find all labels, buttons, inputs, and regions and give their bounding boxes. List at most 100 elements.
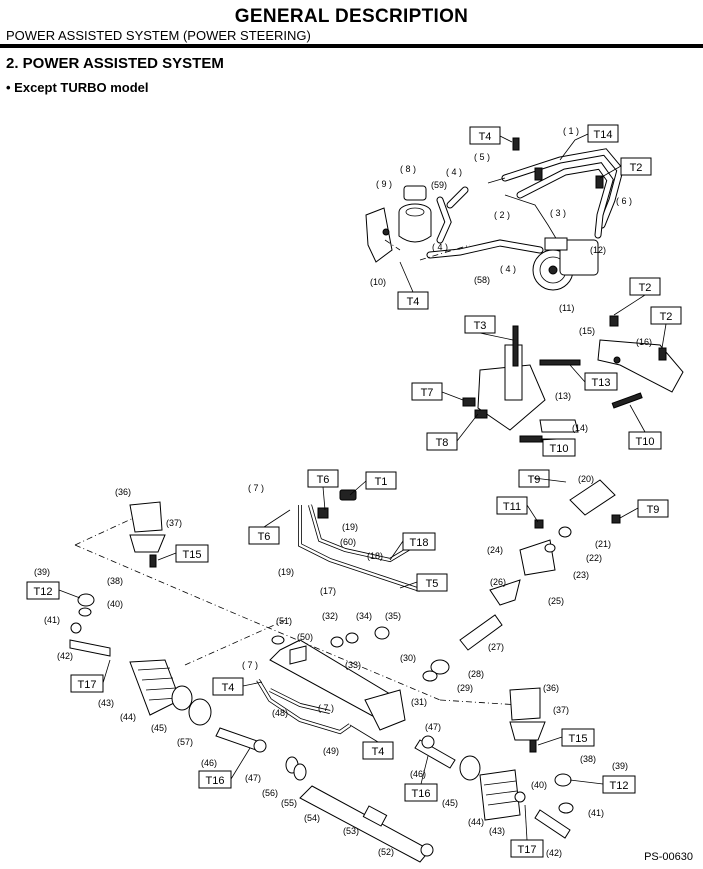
part-label: (24)	[487, 545, 503, 555]
page-title: GENERAL DESCRIPTION	[234, 6, 469, 27]
part-label: (36)	[115, 487, 131, 497]
bracket-assembly-drawing	[462, 315, 684, 443]
svg-text:T15: T15	[183, 549, 202, 561]
svg-text:T17: T17	[78, 679, 97, 691]
torque-box: T3	[464, 315, 496, 334]
part-label: (21)	[595, 539, 611, 549]
part-label: (41)	[588, 808, 604, 818]
part-label: (29)	[457, 683, 473, 693]
svg-text:T8: T8	[436, 437, 449, 449]
part-label: (58)	[474, 275, 490, 285]
part-label: (19)	[342, 522, 358, 532]
svg-text:T3: T3	[474, 320, 487, 332]
torque-boxes: T4 T14 T2 T4 T2 T3 T2 T13 T7 T10 T8 T10 …	[26, 124, 682, 858]
part-label: (47)	[245, 773, 261, 783]
part-label: (13)	[555, 391, 571, 401]
part-labels: ( 1 ) ( 5 ) ( 8 ) ( 9 ) ( 4 ) (59) ( 2 )…	[34, 126, 652, 858]
part-label: (26)	[490, 577, 506, 587]
torque-box: T11	[496, 496, 528, 515]
part-label: (45)	[442, 798, 458, 808]
svg-text:T16: T16	[206, 775, 225, 787]
torque-box: T16	[404, 783, 438, 802]
torque-box: T2	[650, 306, 682, 325]
part-label: ( 7 )	[248, 483, 264, 493]
part-label: ( 8 )	[400, 164, 416, 174]
svg-text:T5: T5	[426, 578, 439, 590]
part-label: (37)	[553, 705, 569, 715]
svg-text:T11: T11	[503, 501, 521, 513]
part-label: (49)	[323, 746, 339, 756]
part-label: (16)	[636, 337, 652, 347]
svg-text:T2: T2	[639, 282, 652, 294]
part-label: (12)	[590, 245, 606, 255]
part-label: (60)	[340, 537, 356, 547]
part-label: (33)	[345, 660, 361, 670]
part-label: (48)	[272, 708, 288, 718]
svg-text:T2: T2	[660, 311, 673, 323]
header-rule	[0, 44, 703, 48]
torque-box: T4	[362, 741, 394, 760]
part-label: (47)	[425, 722, 441, 732]
part-label: (55)	[281, 798, 297, 808]
svg-text:T18: T18	[410, 537, 429, 549]
svg-text:T6: T6	[317, 474, 330, 486]
part-label: (45)	[151, 723, 167, 733]
svg-text:T17: T17	[518, 844, 537, 856]
torque-box: T5	[416, 573, 448, 592]
part-label: ( 3 )	[550, 208, 566, 218]
part-label: (52)	[378, 847, 394, 857]
svg-text:T9: T9	[647, 504, 660, 516]
svg-text:T13: T13	[592, 377, 611, 389]
part-label: (46)	[201, 758, 217, 768]
torque-box: T12	[26, 581, 60, 600]
svg-text:T10: T10	[550, 443, 569, 455]
part-label: (23)	[573, 570, 589, 580]
part-label: (41)	[44, 615, 60, 625]
part-label: ( 1 )	[563, 126, 579, 136]
part-label: (19)	[278, 567, 294, 577]
svg-text:T7: T7	[421, 387, 434, 399]
part-label: (25)	[548, 596, 564, 606]
torque-box: T16	[198, 770, 232, 789]
torque-box: T6	[307, 469, 339, 488]
torque-box: T18	[402, 532, 436, 551]
part-label: ( 7 )	[318, 703, 334, 713]
part-label: (42)	[57, 651, 73, 661]
svg-text:T6: T6	[258, 531, 271, 543]
part-label: (38)	[580, 754, 596, 764]
part-label: (30)	[400, 653, 416, 663]
torque-box: T17	[70, 674, 104, 693]
part-label: (20)	[578, 474, 594, 484]
torque-box: T8	[426, 432, 458, 451]
part-label: (10)	[370, 277, 386, 287]
svg-text:T4: T4	[372, 746, 385, 758]
svg-text:T2: T2	[630, 162, 643, 174]
part-label: (27)	[488, 642, 504, 652]
part-label: (15)	[579, 326, 595, 336]
part-label: (40)	[531, 780, 547, 790]
figure-code: PS-00630	[644, 851, 693, 863]
part-label: ( 9 )	[376, 179, 392, 189]
part-label: ( 4 )	[446, 167, 462, 177]
svg-text:T14: T14	[594, 129, 613, 141]
part-label: (37)	[166, 518, 182, 528]
svg-text:T4: T4	[407, 296, 420, 308]
part-label: (40)	[107, 599, 123, 609]
svg-text:T15: T15	[569, 733, 588, 745]
part-label: (38)	[107, 576, 123, 586]
part-label: (59)	[431, 180, 447, 190]
part-label: (32)	[322, 611, 338, 621]
torque-box: T4	[469, 126, 501, 145]
section-subtitle: • Except TURBO model	[6, 80, 149, 95]
torque-box: T6	[248, 526, 280, 545]
svg-text:T10: T10	[636, 436, 655, 448]
part-label: (39)	[612, 761, 628, 771]
torque-box: T13	[584, 372, 618, 391]
section-title: 2. POWER ASSISTED SYSTEM	[6, 55, 224, 72]
part-label: ( 6 )	[616, 196, 632, 206]
part-label: (31)	[411, 697, 427, 707]
svg-text:T1: T1	[375, 476, 388, 488]
torque-box: T14	[587, 124, 619, 143]
svg-text:T4: T4	[222, 682, 235, 694]
